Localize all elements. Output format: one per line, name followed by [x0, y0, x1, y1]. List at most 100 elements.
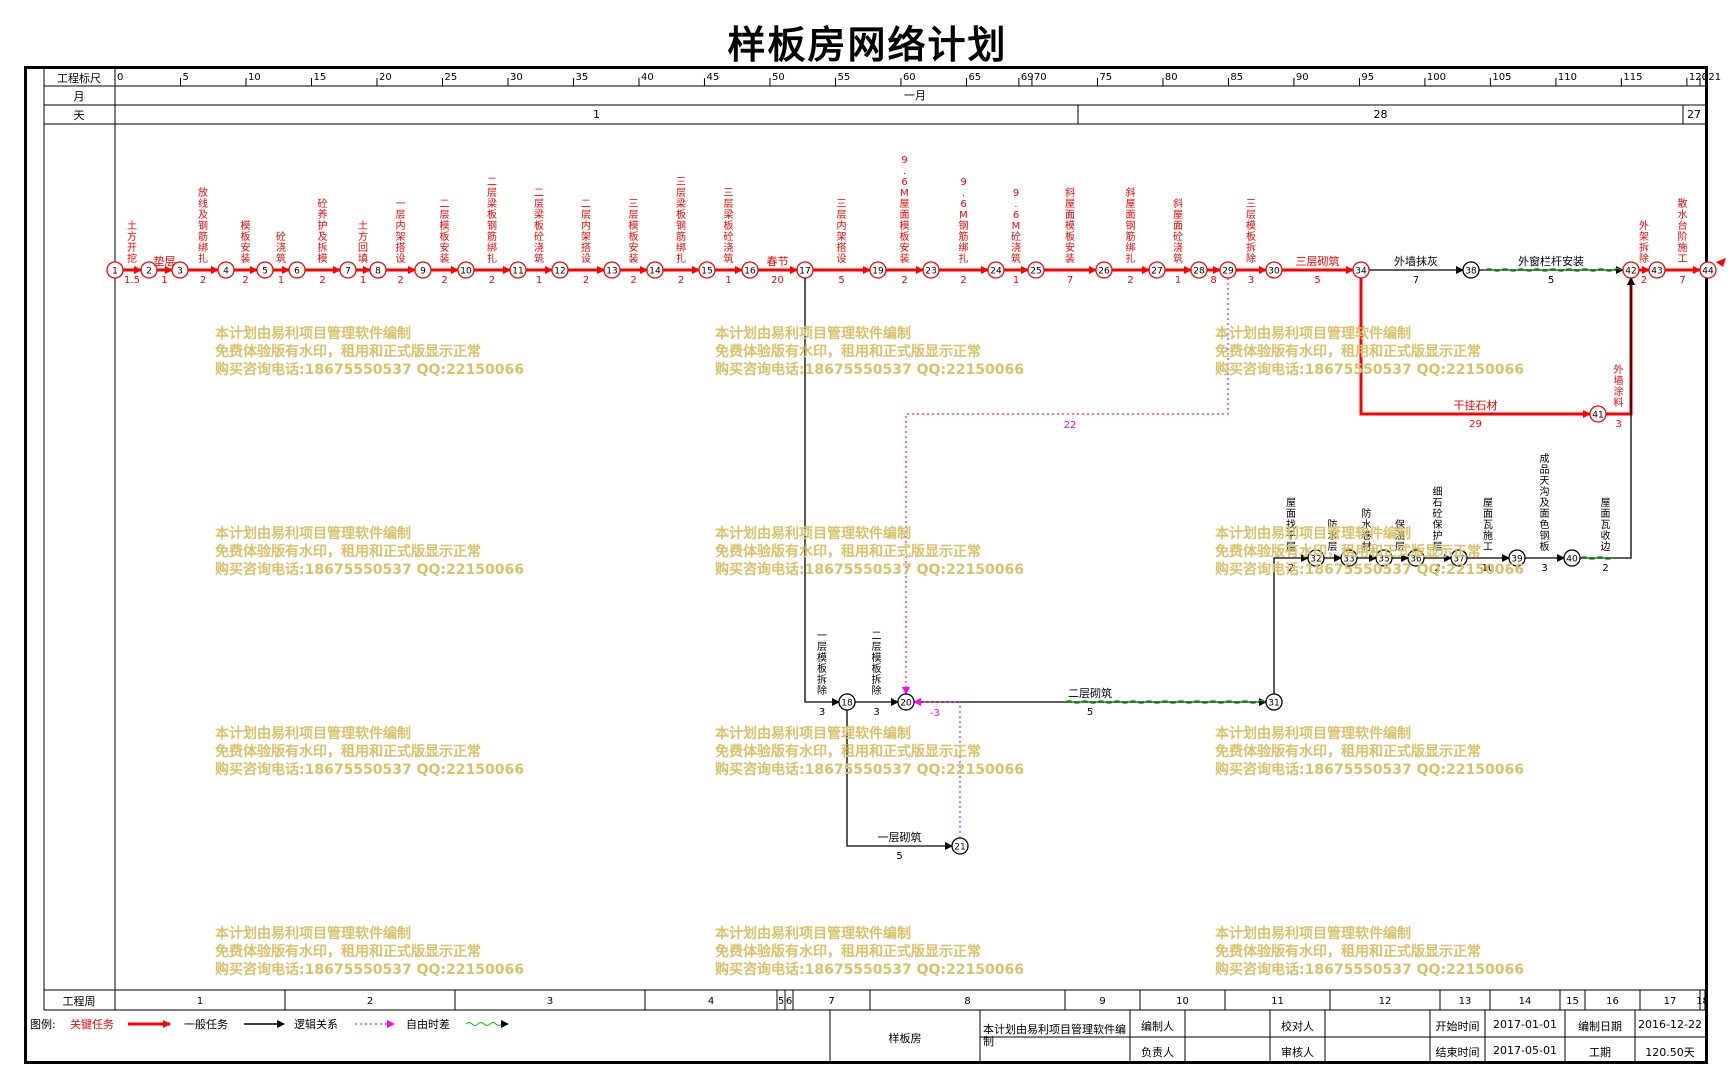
task-arrow [1580, 277, 1635, 559]
task-name-char: 层 [1395, 541, 1405, 553]
event-node [1375, 549, 1393, 567]
event-node-number: 7 [345, 267, 351, 277]
task-name-char: 屋 [1483, 497, 1493, 509]
task-name-char: 三 [629, 199, 639, 210]
scale-tick-label: 5 [182, 72, 188, 83]
task-name-char: 层 [817, 641, 827, 653]
day-value: 28 [1374, 108, 1388, 121]
task-duration: 2 [441, 275, 447, 286]
event-node-number: 36 [1410, 555, 1422, 565]
event-node [1265, 693, 1283, 711]
watermark-12: 本计划由易利项目管理软件编制免费体验版有水印，租用和正式版显示正常购买咨询电话:… [1215, 926, 1524, 978]
task-name-char: 内 [837, 219, 847, 232]
task-name-char: 安 [440, 241, 450, 254]
task-name-char: 板 [817, 662, 827, 675]
task-name-char: 三 [1246, 199, 1256, 210]
editor-label: 编制人 [1141, 1020, 1174, 1033]
task-name-char: 挖 [127, 252, 137, 265]
week-number: 2 [367, 996, 373, 1007]
task-name-char: 模 [629, 220, 639, 232]
week-number: 5 [778, 996, 784, 1007]
event-node-number: 4 [223, 267, 229, 277]
task-name-char: 筋 [1126, 230, 1136, 243]
task-name-char: 除 [817, 684, 827, 697]
week-number: 14 [1519, 996, 1532, 1007]
end-value: 2017-05-01 [1493, 1044, 1557, 1057]
task-duration: 3 [819, 707, 825, 718]
task-name-char: 梁 [676, 197, 686, 210]
task-name-char: 面 [1173, 221, 1183, 232]
task-name-char: 模 [1246, 220, 1256, 232]
chart-frame [24, 66, 1708, 1064]
task-name-char: 面 [1601, 509, 1611, 520]
scale-tick-label: 10 [248, 72, 261, 83]
task-name-char: 砼 [1433, 507, 1443, 520]
task-name-char: 屋 [1601, 497, 1611, 509]
task-name-char: 搭 [837, 241, 847, 254]
task-name-char: 二 [534, 188, 544, 199]
task-name-char: 砼 [318, 197, 328, 210]
scale-tick-label: 0 [117, 72, 123, 83]
task-name-char: 板 [900, 230, 910, 243]
task-name-char: 钢 [1540, 529, 1550, 542]
task-name-char: 外 [1639, 220, 1649, 232]
watermark-11: 本计划由易利项目管理软件编制免费体验版有水印，租用和正式版显示正常购买咨询电话:… [715, 926, 1024, 978]
task-duration: 3 [873, 707, 879, 718]
event-node [1265, 261, 1283, 279]
task-name-char: 板 [440, 230, 450, 243]
task-name-char: 筑 [1173, 252, 1183, 265]
event-node-number: 15 [701, 267, 712, 277]
task-name-char: 模 [900, 220, 910, 232]
task-name-char: 石 [1433, 498, 1443, 509]
week-number: 9 [1099, 996, 1105, 1007]
task-name-char: 细 [1433, 485, 1443, 498]
page-title: 样板房网络计划 [727, 22, 1008, 67]
task-name: 干挂石材 [1454, 398, 1498, 412]
event-node-number: 44 [1702, 267, 1714, 277]
task-name-char: 护 [318, 219, 328, 232]
task-name-char: 及 [198, 209, 208, 221]
task-name-char: . [962, 188, 965, 199]
task-name-char: 装 [629, 252, 639, 265]
scale-tick-label: 55 [837, 72, 850, 83]
float-label: 22 [1064, 420, 1077, 431]
task-duration: 1 [1013, 275, 1019, 286]
task-name-char: 砼 [276, 230, 286, 243]
task-name-char: 防 [1328, 518, 1338, 531]
task-name-char: 架 [396, 231, 406, 243]
task-name-char: 扎 [1126, 252, 1136, 265]
event-node-number: 6 [294, 267, 300, 277]
task-duration: 1 [536, 275, 542, 286]
event-node [1589, 405, 1607, 423]
period-label: 工期 [1589, 1046, 1611, 1059]
task-name-char: 扎 [198, 252, 208, 265]
task-duration: 2 [200, 275, 206, 286]
event-node-number: 25 [1030, 267, 1041, 277]
task-name-char: 瓦 [1483, 520, 1493, 531]
day-value: 1 [593, 108, 600, 121]
task-duration: 5 [1314, 275, 1320, 286]
scale-tick-label: 20 [379, 72, 392, 83]
event-node [171, 261, 189, 279]
week-number: 1 [197, 996, 203, 1007]
legend-label: 图例: [30, 1018, 56, 1031]
event-node-number: 38 [1465, 267, 1477, 277]
scale-tick-label: 25 [444, 72, 457, 83]
week-number: 12 [1379, 996, 1392, 1007]
week-number: 3 [547, 996, 553, 1007]
task-name-char: 层 [629, 209, 639, 221]
task-name-char: 模 [241, 220, 251, 232]
task-name-char: 9 [1013, 188, 1019, 199]
task-name-char: 筋 [959, 230, 969, 243]
event-node-number: 34 [1355, 267, 1367, 277]
event-node [987, 261, 1005, 279]
task-name-char: 开 [127, 243, 137, 254]
event-node-number: 32 [1310, 555, 1321, 565]
task-name-char: 安 [1065, 241, 1075, 254]
day-label: 天 [73, 109, 85, 122]
task-name-char: 9 [901, 155, 907, 166]
task-duration: 29 [1469, 419, 1482, 430]
task-name-char: 斜 [1126, 186, 1136, 199]
